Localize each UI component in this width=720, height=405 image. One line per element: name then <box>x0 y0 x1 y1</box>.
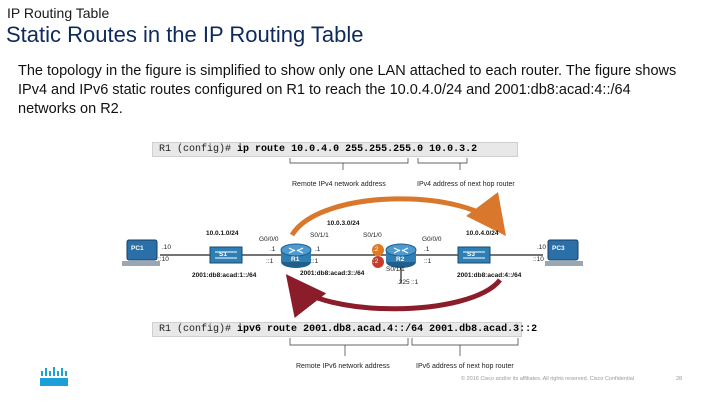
r2-s0-v6: ::2 <box>371 258 379 265</box>
ipv4-command-box: R1 (config)# ip route 10.0.4.0 255.255.2… <box>152 142 518 157</box>
route-arrow-ipv6 <box>285 274 502 318</box>
caption-nexthop-ipv4: IPv4 address of next hop router <box>417 181 515 188</box>
switch-s1-icon <box>209 246 243 264</box>
r1-g0-v4: .1 <box>270 246 276 253</box>
r2-label: R2 <box>396 256 405 263</box>
callout-lines <box>289 158 519 356</box>
r1-g0-label: G0/0/0 <box>259 236 279 243</box>
r1-s0-v4: .1 <box>315 246 321 253</box>
r1-s0-label: S0/1/1 <box>310 232 329 239</box>
cmd-keyword: ipv6 route <box>237 324 298 335</box>
s3-label: S3 <box>467 251 475 258</box>
slide-title: Static Routes in the IP Routing Table <box>6 22 364 47</box>
cmd-nexthop: 10.0.3.2 <box>429 144 478 155</box>
r2-s1-v6: ::1 <box>411 279 419 286</box>
router-r2-icon <box>385 243 417 268</box>
slide-topic: IP Routing Table <box>7 5 110 21</box>
pc1-v6: ::10 <box>158 256 169 263</box>
cmd-keyword: ip route <box>237 144 286 155</box>
r2-g0-label: G0/0/0 <box>422 236 442 243</box>
r2-g0-v4: .1 <box>424 246 430 253</box>
r2-s0-label: S0/1/0 <box>363 232 382 239</box>
caption-remote-ipv6: Remote IPv6 network address <box>296 363 390 370</box>
r1-label: R1 <box>291 256 300 263</box>
ipv6-command-box: R1 (config)# ipv6 route 2001.db8.acad.4:… <box>152 322 537 337</box>
cmd-network: 2001.db8.acad.4::/64 <box>303 324 424 335</box>
highlight-dot-ipv6 <box>372 256 384 268</box>
r1-s0-v6: ::1 <box>311 258 319 265</box>
pc1-icon <box>122 239 160 266</box>
r2-s1-v4: .225 <box>397 279 410 286</box>
r1-g0-v6: ::1 <box>266 258 274 265</box>
cmd-prompt: R1 (config)# <box>159 144 232 155</box>
pc1-label: PC1 <box>131 245 144 252</box>
links <box>160 254 543 283</box>
cmd-prompt: R1 (config)# <box>159 324 232 335</box>
body-text: The topology in the figure is simplified… <box>18 63 677 117</box>
pc3-v4: .10 <box>537 244 547 251</box>
pc3-icon <box>545 239 583 266</box>
r2-s0-v4: .2 <box>373 246 379 253</box>
s1-label: S1 <box>219 251 227 258</box>
pc1-v4: .10 <box>162 244 172 251</box>
caption-nexthop-ipv6: IPv6 address of next hop router <box>416 363 514 370</box>
net-left-v4: 10.0.1.0/24 <box>206 230 239 237</box>
net-left-v6: 2001:db8:acad:1::/64 <box>192 272 257 279</box>
r2-s1-label: S0/1/1 <box>386 266 405 273</box>
highlight-dot-ipv4 <box>372 244 384 256</box>
switch-s3-icon <box>457 246 491 264</box>
net-mid-v4: 10.0.3.0/24 <box>327 220 360 227</box>
page-number: 28 <box>676 376 683 382</box>
footer-copyright: © 2016 Cisco and/or its affiliates. All … <box>461 376 635 382</box>
net-right-v6: 2001:db8:acad:4::/64 <box>457 272 522 279</box>
route-arrow-ipv4 <box>289 192 507 237</box>
r2-g0-v6: ::1 <box>424 258 432 265</box>
net-mid-v6: 2001:db8:acad:3::/64 <box>300 270 365 277</box>
cmd-nexthop: 2001.db8.acad.3::2 <box>429 324 538 335</box>
caption-remote-ipv4: Remote IPv4 network address <box>292 181 386 188</box>
pc3-v6: ::10 <box>533 256 544 263</box>
router-r1-icon <box>280 243 312 268</box>
cmd-network: 10.0.4.0 255.255.255.0 <box>291 144 424 155</box>
net-right-v4: 10.0.4.0/24 <box>466 230 499 237</box>
pc3-label: PC3 <box>552 245 565 252</box>
cisco-logo <box>40 367 68 386</box>
